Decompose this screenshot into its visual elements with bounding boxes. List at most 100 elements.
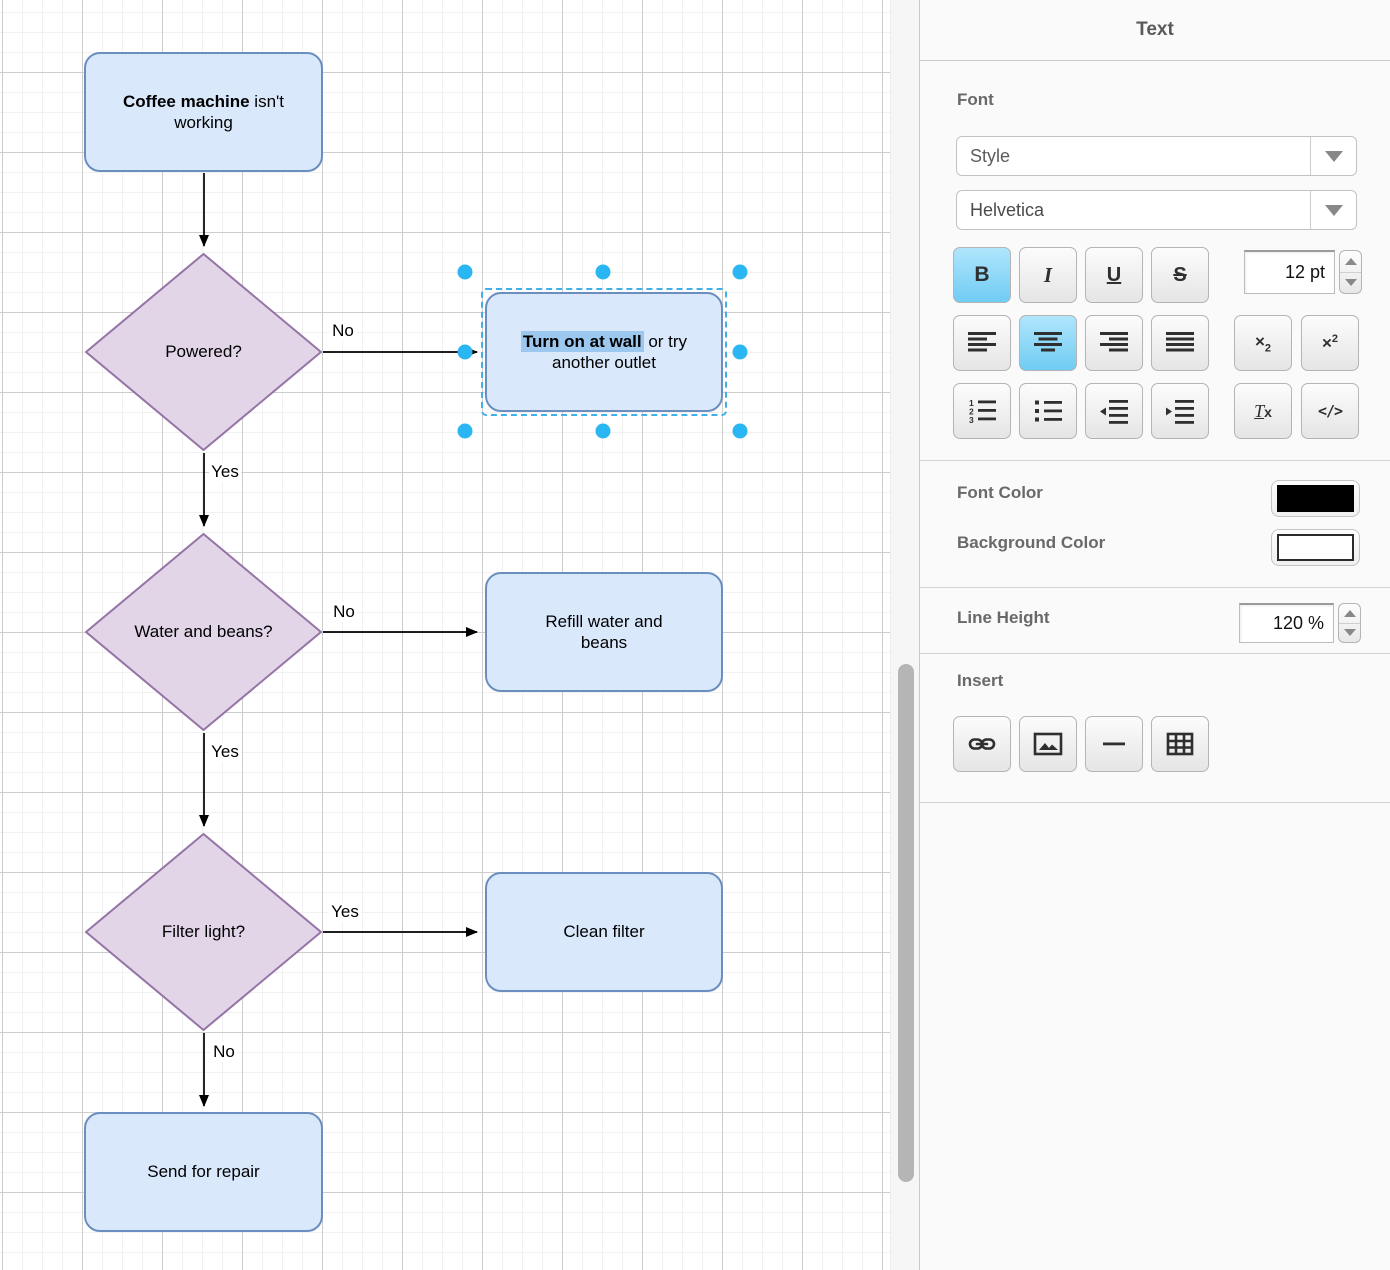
section-divider	[920, 653, 1390, 654]
selection-handle-sw[interactable]	[457, 423, 473, 439]
node-water-beans-decision[interactable]: Water and beans?	[84, 532, 323, 732]
node-filter-light-decision[interactable]: Filter light?	[84, 832, 323, 1032]
selection-handle-e[interactable]	[732, 344, 748, 360]
node-clean-filter[interactable]: Clean filter	[485, 872, 723, 992]
canvas-scrollbar-track[interactable]	[890, 0, 919, 1270]
selection-handle-se[interactable]	[732, 423, 748, 439]
insert-table-button[interactable]	[1151, 716, 1209, 772]
chevron-down-icon	[1324, 150, 1343, 162]
node-text: Filter light?	[161, 922, 246, 941]
font-family-value: Helvetica	[970, 199, 1045, 220]
selection-handle-n[interactable]	[595, 264, 611, 280]
font-color-swatch	[1277, 485, 1354, 512]
diagram-canvas[interactable]: Coffee machine isn't working Turn on at …	[0, 0, 890, 1270]
stepper-up-button[interactable]	[1339, 604, 1360, 624]
selection-handle-nw[interactable]	[457, 264, 473, 280]
align-center-icon	[1034, 332, 1062, 352]
svg-text:3: 3	[969, 415, 974, 424]
clear-formatting-icon: T	[1254, 400, 1265, 421]
node-text: isn't working	[174, 91, 285, 132]
indent-button[interactable]	[1151, 383, 1209, 439]
link-icon	[968, 738, 996, 750]
node-text: or try another outlet	[552, 331, 688, 372]
font-color-swatch-button[interactable]	[1271, 480, 1360, 517]
align-center-button[interactable]	[1019, 315, 1077, 371]
bold-button[interactable]: B	[953, 247, 1011, 303]
italic-button[interactable]: I	[1019, 247, 1077, 303]
format-panel-header: Text	[920, 0, 1390, 61]
section-divider	[920, 587, 1390, 588]
selection-handle-s[interactable]	[595, 423, 611, 439]
diamond-shape	[85, 253, 322, 451]
font-size-value: 12 pt	[1284, 262, 1325, 282]
bold-icon: B	[974, 263, 990, 286]
canvas-scrollbar-thumb[interactable]	[898, 664, 914, 1182]
selection-handle-ne[interactable]	[732, 264, 748, 280]
stepper-up-button[interactable]	[1340, 251, 1361, 273]
node-refill-water[interactable]: Refill water and beans	[485, 572, 723, 692]
chevron-up-icon	[1344, 257, 1357, 265]
node-text-bold: Coffee machine	[122, 91, 250, 111]
background-color-swatch-button[interactable]	[1271, 529, 1360, 566]
line-height-input[interactable]: 120 %	[1239, 603, 1334, 643]
underline-button[interactable]: U	[1085, 247, 1143, 303]
line-height-label: Line Height	[957, 608, 1050, 627]
font-section-heading: Font	[957, 90, 994, 109]
dropdown-arrow-zone[interactable]	[1310, 191, 1356, 229]
svg-text:1: 1	[969, 398, 974, 408]
align-left-button[interactable]	[953, 315, 1011, 371]
node-text: Water and beans?	[134, 622, 273, 641]
section-divider	[920, 802, 1390, 803]
section-divider	[920, 460, 1390, 461]
strikethrough-button[interactable]: S	[1151, 247, 1209, 303]
edge-label-yes[interactable]: Yes	[209, 742, 241, 762]
outdent-button[interactable]	[1085, 383, 1143, 439]
stepper-down-button[interactable]	[1339, 624, 1360, 643]
image-icon	[1033, 732, 1063, 756]
strikethrough-icon: S	[1173, 263, 1187, 286]
edge-label-no[interactable]: No	[330, 321, 356, 341]
subscript-button[interactable]: ×2	[1234, 315, 1292, 371]
dropdown-arrow-zone[interactable]	[1310, 137, 1356, 175]
node-turn-on-at-wall-selected[interactable]: Turn on at wall or try another outlet	[485, 292, 723, 412]
node-text: Powered?	[165, 342, 242, 361]
justify-button[interactable]	[1151, 315, 1209, 371]
ordered-list-icon: 123	[969, 398, 996, 424]
superscript-button[interactable]: ×2	[1301, 315, 1359, 371]
insert-horizontal-rule-button[interactable]	[1085, 716, 1143, 772]
node-powered-decision[interactable]: Powered?	[84, 252, 323, 452]
stepper-down-button[interactable]	[1340, 273, 1361, 294]
subscript-icon: ×	[1254, 331, 1265, 351]
node-text: Clean filter	[563, 922, 645, 942]
bullet-list-button[interactable]	[1019, 383, 1077, 439]
align-right-button[interactable]	[1085, 315, 1143, 371]
font-style-select[interactable]: Style	[956, 136, 1357, 176]
background-color-label: Background Color	[957, 533, 1106, 552]
edge-label-yes[interactable]: Yes	[209, 462, 241, 482]
html-code-button[interactable]: </>	[1301, 383, 1359, 439]
svg-text:2: 2	[969, 407, 974, 417]
tab-text[interactable]: Text	[1136, 19, 1174, 40]
selected-text-highlight[interactable]: Turn on at wall	[520, 330, 644, 352]
font-color-label: Font Color	[957, 483, 1043, 502]
align-left-icon	[968, 332, 996, 352]
node-text: Send for repair	[147, 1162, 260, 1182]
code-icon: </>	[1317, 402, 1343, 420]
insert-link-button[interactable]	[953, 716, 1011, 772]
node-coffee-machine[interactable]: Coffee machine isn't working	[84, 52, 323, 172]
font-size-input[interactable]: 12 pt	[1244, 250, 1335, 294]
insert-section-heading: Insert	[957, 671, 1004, 690]
selection-handle-w[interactable]	[457, 344, 473, 360]
edge-label-yes[interactable]: Yes	[329, 902, 361, 922]
font-family-select[interactable]: Helvetica	[956, 190, 1357, 230]
font-size-stepper[interactable]	[1339, 250, 1362, 294]
underline-icon: U	[1106, 263, 1122, 286]
node-send-for-repair[interactable]: Send for repair	[84, 1112, 323, 1232]
clear-formatting-button[interactable]: Tx	[1234, 383, 1292, 439]
edge-label-no[interactable]: No	[211, 1042, 237, 1062]
chevron-down-icon	[1344, 279, 1357, 287]
edge-label-no[interactable]: No	[331, 602, 357, 622]
line-height-stepper[interactable]	[1338, 603, 1361, 643]
insert-image-button[interactable]	[1019, 716, 1077, 772]
